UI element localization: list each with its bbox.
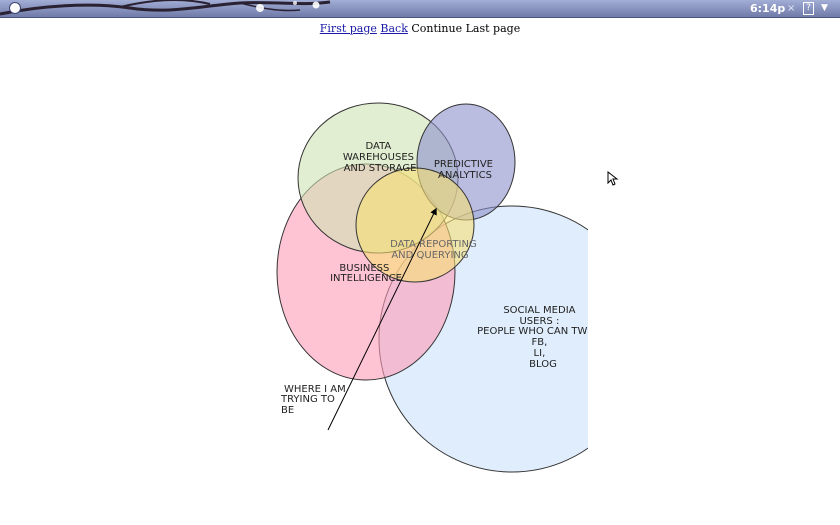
page-navigation: First page Back Continue Last page (0, 22, 840, 35)
last-page-text: Last page (465, 22, 521, 35)
chevron-down-icon[interactable]: ▼ (821, 3, 828, 13)
arrow-line (327, 207, 437, 431)
business-intelligence-label: BUSINESS INTELLIGENCE (330, 263, 402, 284)
where-i-am-label: WHERE I AM TRYING TO BE (280, 384, 349, 416)
predictive-analytics-label: PREDICTIVE ANALYTICS (434, 159, 496, 181)
taskbar: 6:14p × ? ▼ (0, 0, 840, 18)
first-page-link[interactable]: First page (319, 22, 377, 35)
data-reporting-label: DATA REPORTING AND QUERYING (390, 239, 480, 261)
start-orb-icon[interactable] (10, 3, 20, 13)
continue-text: Continue (411, 22, 463, 35)
back-link[interactable]: Back (380, 22, 408, 35)
data-warehouses-label: DATA WAREHOUSES AND STORAGE (343, 141, 417, 174)
data-reporting-circle (355, 167, 475, 283)
clock: 6:14p (750, 2, 786, 15)
mouse-cursor-icon (607, 171, 619, 186)
close-icon[interactable]: × (787, 3, 796, 14)
cherry-blossom-branch-icon (0, 0, 331, 16)
help-icon[interactable]: ? (803, 2, 814, 15)
social-media-label: SOCIAL MEDIA USERS : PEOPLE WHO CAN TWE … (477, 305, 597, 370)
